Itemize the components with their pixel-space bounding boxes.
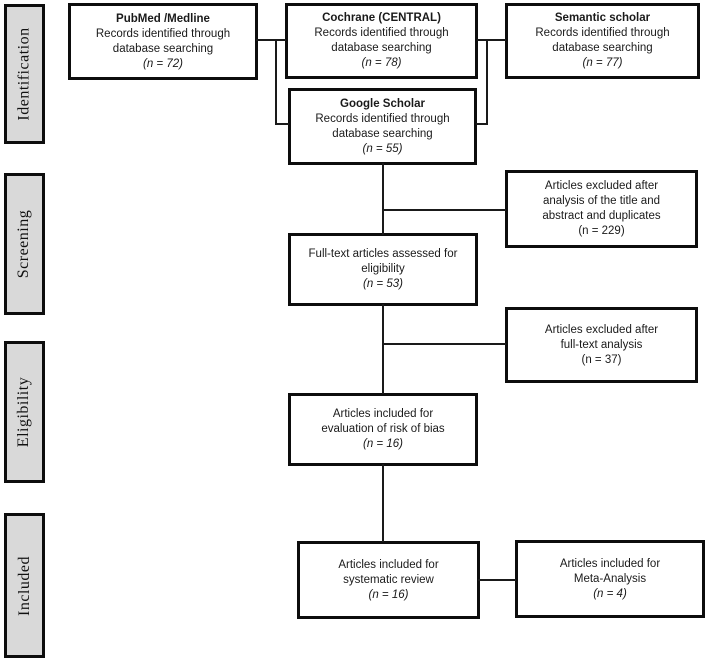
stage-label-screening: Screening <box>4 173 45 315</box>
stage-label-text: Included <box>15 555 33 616</box>
box-title: Semantic scholar <box>554 12 651 24</box>
connector-junction-to-google-right <box>476 123 488 125</box>
connector-left-vertical <box>275 39 277 125</box>
box-line: Articles included for <box>338 558 439 571</box>
box-line: Full-text articles assessed for <box>308 248 458 260</box>
connector-review-to-meta <box>478 579 516 581</box>
box-cochrane-central: Cochrane (CENTRAL) Records identified th… <box>285 3 478 79</box>
box-line: abstract and duplicates <box>542 210 661 222</box>
box-count: (n = 229) <box>578 225 625 237</box>
stage-label-text: Eligibility <box>15 376 33 448</box>
connector-junction-to-google-left <box>275 123 289 125</box>
box-line: eligibility <box>361 263 405 275</box>
box-count: (n = 77) <box>582 57 623 69</box>
connector-google-to-fulltext <box>382 163 384 235</box>
box-line: Articles excluded after <box>544 180 659 192</box>
box-count: (n = 16) <box>368 588 409 601</box>
box-excluded-fulltext: Articles excluded after full-text analys… <box>505 307 698 383</box>
stage-label-eligibility: Eligibility <box>4 341 45 483</box>
stage-label-included: Included <box>4 513 45 658</box>
box-title: Google Scholar <box>340 97 425 110</box>
stage-label-identification: Identification <box>4 4 45 144</box>
box-excluded-title-abstract: Articles excluded after analysis of the … <box>505 170 698 248</box>
stage-label-text: Screening <box>15 209 33 279</box>
box-count: (n = 37) <box>581 353 622 366</box>
box-line: analysis of the title and <box>543 195 660 207</box>
connector-branch-excluded-title <box>382 209 506 211</box>
box-line: Records identified through <box>95 27 231 40</box>
box-pubmed-medline: PubMed /Medline Records identified throu… <box>68 3 258 80</box>
box-title: PubMed /Medline <box>116 12 210 25</box>
box-meta-analysis: Articles included for Meta-Analysis (n =… <box>515 540 705 618</box>
box-count: (n = 53) <box>363 278 403 290</box>
box-line: Articles included for <box>332 408 434 420</box>
box-line: Articles included for <box>559 557 661 570</box>
box-semantic-scholar: Semantic scholar Records identified thro… <box>505 3 700 79</box>
box-count: (n = 78) <box>361 57 402 69</box>
box-fulltext-assessed: Full-text articles assessed for eligibil… <box>288 233 478 306</box>
connector-pubmed-to-junction <box>256 39 286 41</box>
connector-right-vertical <box>486 39 488 125</box>
box-line: database searching <box>332 127 433 140</box>
connector-branch-excluded-fulltext <box>382 343 506 345</box>
box-line: database searching <box>552 42 653 54</box>
box-count: (n = 16) <box>363 438 403 450</box>
box-line: Records identified through <box>314 27 449 39</box>
box-line: Records identified through <box>315 112 450 125</box>
box-risk-of-bias: Articles included for evaluation of risk… <box>288 393 478 466</box>
box-line: database searching <box>112 42 214 55</box>
connector-bias-to-review <box>382 464 384 542</box>
box-line: evaluation of risk of bias <box>321 423 445 435</box>
box-title: Cochrane (CENTRAL) <box>322 12 441 24</box>
connector-fulltext-to-bias <box>382 304 384 394</box>
box-line: Meta-Analysis <box>573 572 647 585</box>
box-google-scholar: Google Scholar Records identified throug… <box>288 88 477 165</box>
box-line: database searching <box>331 42 432 54</box>
box-line: systematic review <box>343 573 434 586</box>
box-count: (n = 4) <box>593 587 627 600</box>
box-line: Articles excluded after <box>544 323 659 336</box>
box-count: (n = 55) <box>362 142 403 155</box>
box-systematic-review: Articles included for systematic review … <box>297 541 480 619</box>
stage-label-text: Identification <box>15 27 33 121</box>
connector-cochrane-to-semantic <box>477 39 506 41</box>
box-line: full-text analysis <box>560 338 643 351</box>
box-line: Records identified through <box>535 27 670 39</box>
box-count: (n = 72) <box>143 57 183 70</box>
